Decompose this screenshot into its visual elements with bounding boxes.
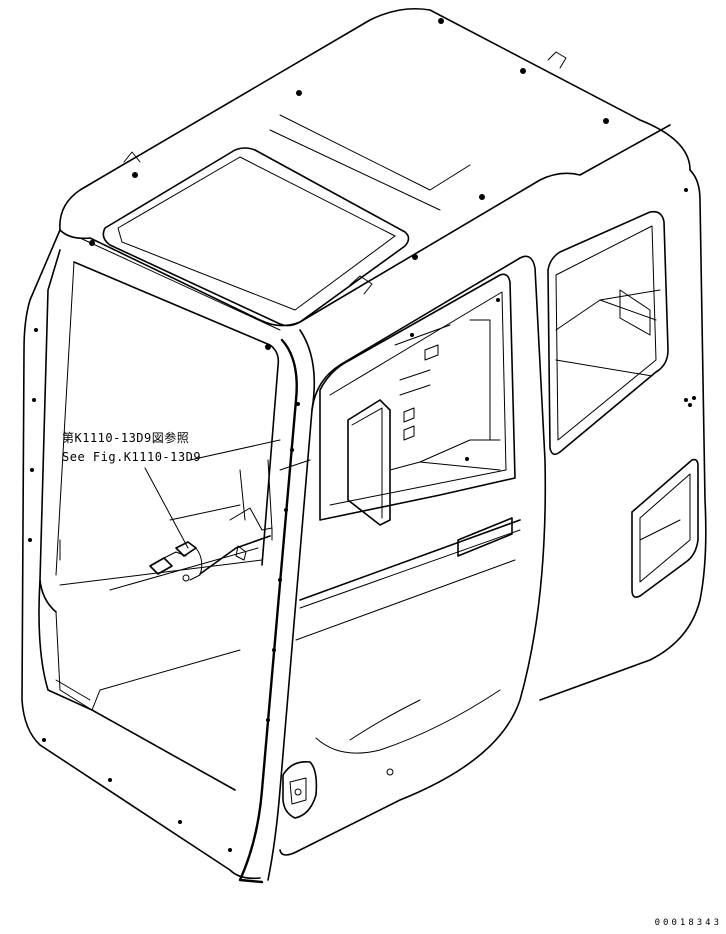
cab-door: [279, 255, 547, 856]
cab-roof: [59, 7, 691, 350]
figure-number: 00018343: [654, 918, 722, 928]
figure-reference-ja: 第K1110-13D9図参照: [62, 431, 190, 445]
figure-reference-en: See Fig.K1110-13D9: [62, 450, 202, 464]
wiring-harness-part-icon: [149, 459, 273, 582]
cab-center-pillar: [238, 329, 316, 884]
callout-leader-line: [144, 467, 189, 549]
cab-interior-lines: [59, 439, 311, 591]
cab-right-side: [539, 169, 707, 701]
